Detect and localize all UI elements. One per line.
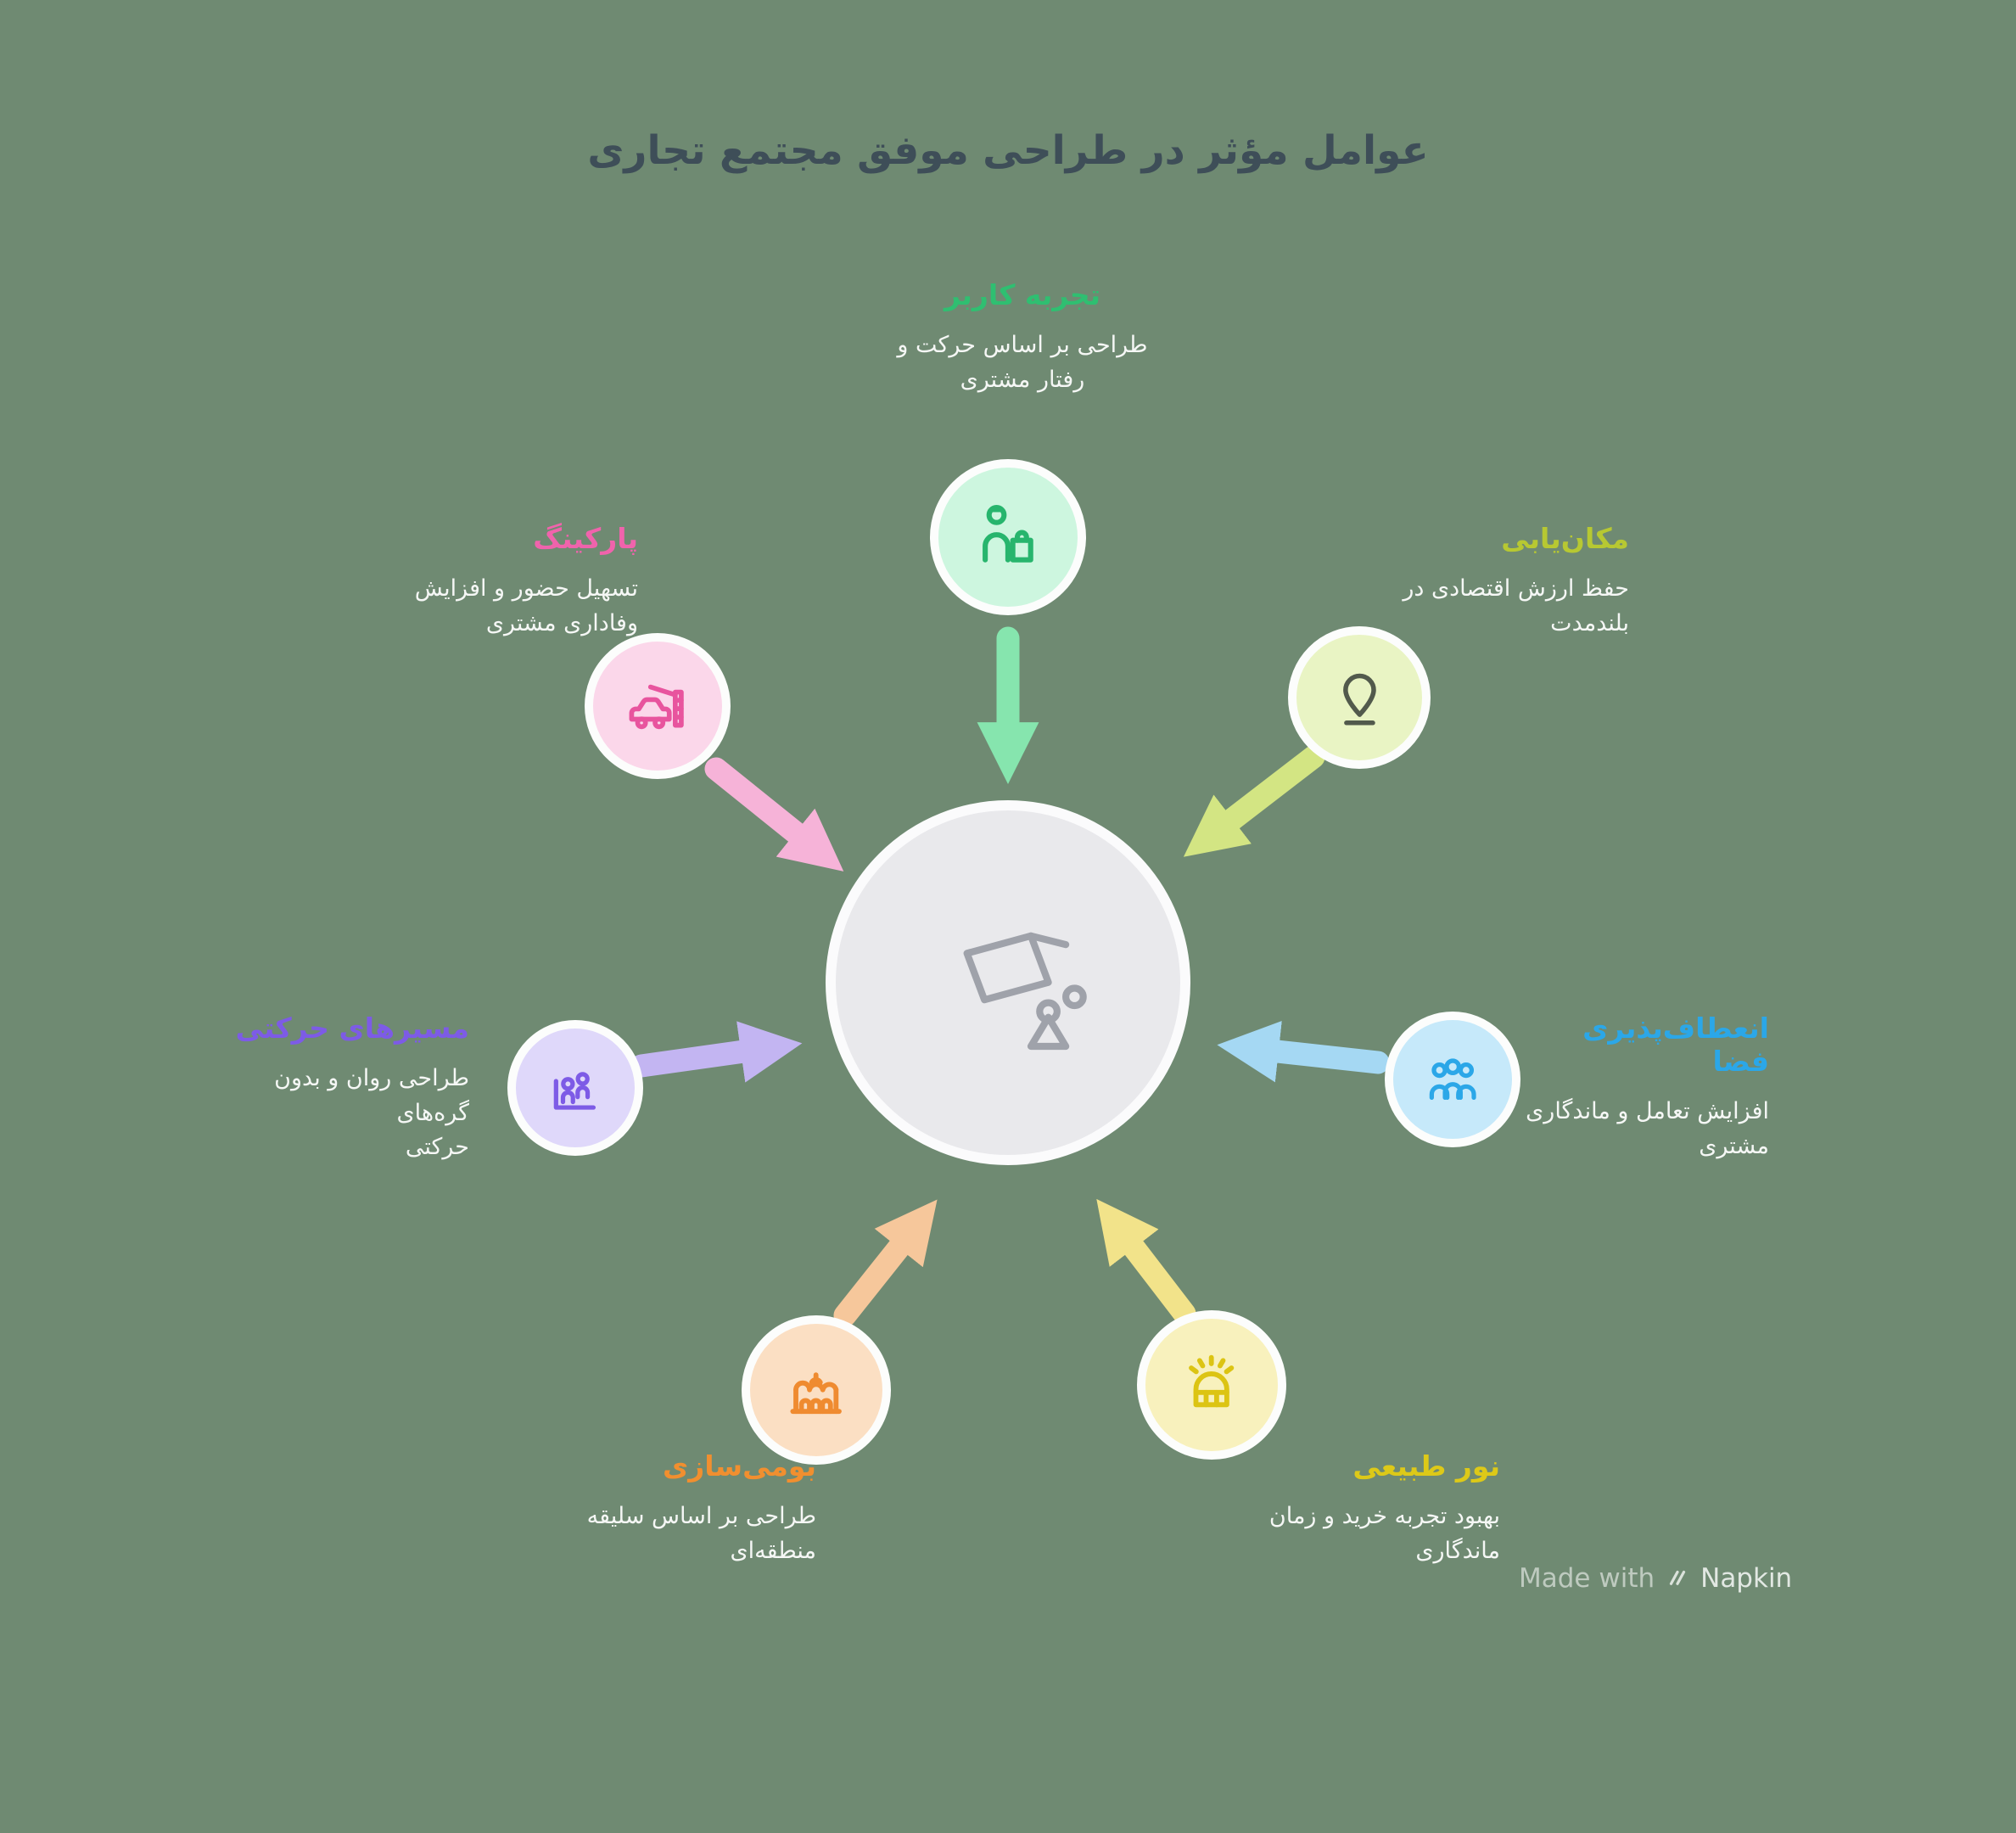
node-space-flexibility-text: انعطاف‌پذیری فضا افزایش تعامل و ماندگاری…: [1519, 1012, 1769, 1163]
node-user-experience-circle: [930, 459, 1086, 615]
node-localization-label: بومی‌سازی: [663, 1449, 816, 1483]
node-space-flexibility-label: انعطاف‌پذیری فضا: [1582, 1012, 1769, 1078]
node-parking-circle: [585, 633, 731, 779]
walkway-people-icon: [553, 1072, 596, 1110]
node-site-selection-desc: حفظ ارزش اقتصادی در بلندمدت: [1403, 575, 1629, 636]
people-group-icon: [1429, 1058, 1476, 1100]
node-circulation-paths-text: مسیرهای حرکتی طراحی روان و بدون گره‌های …: [198, 1012, 469, 1165]
window-light-icon: [1189, 1355, 1235, 1408]
node-user-experience-text: تجربه کاربر طراحی بر اساس حرکت و رفتار م…: [810, 278, 1235, 397]
arrow-parking: [704, 757, 844, 872]
map-pin-icon: [1342, 673, 1376, 726]
shopping-basket-icon: [963, 933, 1088, 1051]
node-localization-circle: [742, 1315, 891, 1465]
node-localization-desc: طراحی بر اساس سلیقه منطقه‌ای: [586, 1503, 816, 1564]
shopper-icon: [983, 505, 1033, 563]
watermark-brand: Napkin: [1700, 1563, 1793, 1594]
node-user-experience-label: تجربه کاربر: [944, 278, 1101, 311]
node-site-selection-label: مکان‌یابی: [1501, 522, 1629, 555]
node-parking-label: پارکینگ: [533, 522, 638, 555]
arrow-localization: [833, 1199, 938, 1327]
node-site-selection-text: مکان‌یابی حفظ ارزش اقتصادی در بلندمدت: [1383, 522, 1629, 641]
node-localization-text: بومی‌سازی طراحی بر اساس سلیقه منطقه‌ای: [528, 1449, 816, 1568]
node-natural-light-desc: بهبود تجربه خرید و زمان ماندگاری: [1268, 1503, 1500, 1564]
node-user-experience-desc: طراحی بر اساس حرکت و رفتار مشتری: [897, 332, 1148, 393]
node-circulation-paths-label: مسیرهای حرکتی: [235, 1012, 469, 1045]
node-natural-light-label: نور طبیعی: [1352, 1449, 1500, 1483]
napkin-logo-icon: [1670, 1570, 1686, 1585]
node-natural-light-circle: [1137, 1310, 1286, 1460]
arrow-site-selection: [1183, 745, 1325, 857]
page-title: عوامل مؤثر در طراحی موفق مجتمع تجاری: [587, 127, 1429, 174]
watermark: Made with Napkin: [1519, 1563, 1792, 1594]
bazaar-icon: [790, 1372, 843, 1415]
car-barrier-icon: [630, 685, 685, 730]
arrow-space-flexibility: [1217, 1020, 1390, 1083]
watermark-prefix: Made with: [1519, 1563, 1655, 1594]
node-site-selection-circle: [1288, 626, 1431, 769]
node-space-flexibility-circle: [1385, 1012, 1520, 1147]
node-parking-text: پارکینگ تسهیل حضور و افزایش وفاداری مشتر…: [375, 522, 638, 641]
node-natural-light-text: نور طبیعی بهبود تجربه خرید و زمان ماندگا…: [1254, 1449, 1500, 1568]
node-circulation-paths-desc: طراحی روان و بدون گره‌های حرکتی: [274, 1065, 469, 1160]
center-hub-circle: [826, 800, 1190, 1165]
arrow-natural-light: [1096, 1198, 1196, 1326]
arrow-circulation-paths: [630, 1021, 803, 1083]
node-space-flexibility-desc: افزایش تعامل و ماندگاری مشتری: [1526, 1098, 1769, 1159]
node-circulation-paths-circle: [507, 1020, 643, 1156]
node-parking-desc: تسهیل حضور و افزایش وفاداری مشتری: [414, 575, 638, 636]
